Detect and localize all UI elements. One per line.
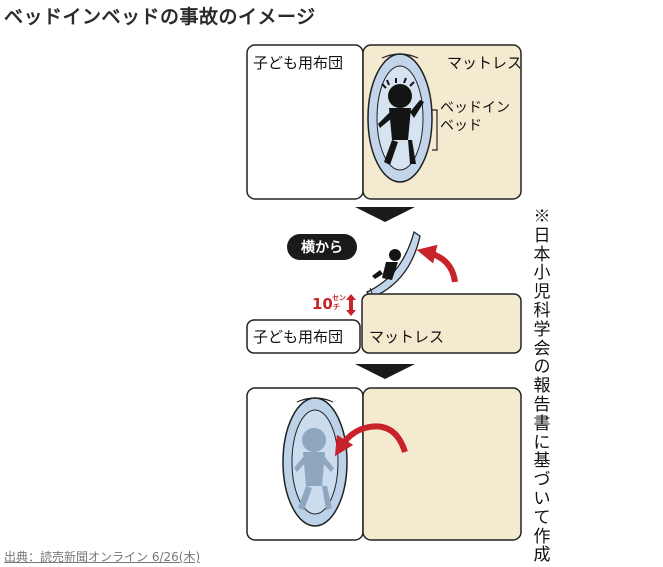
futon-label: 子ども用布団 (253, 54, 343, 72)
futon-side-rect (246, 319, 361, 354)
mattress-side-label: マットレス (369, 328, 444, 346)
flip-arrow (334, 423, 408, 457)
gap-unit-top: セン (332, 294, 346, 302)
mattress-side-rect (361, 293, 522, 354)
futon-side-label: 子ども用布団 (253, 328, 343, 346)
bed-in-bed-label-1: ベッドイン (440, 100, 510, 116)
mattress-rect-3 (362, 387, 522, 541)
gap-value: 10 (312, 295, 333, 313)
down-arrow-1 (355, 207, 415, 222)
down-arrow-2 (355, 364, 415, 379)
panel-fallen-view (246, 387, 522, 541)
side-view-badge (287, 234, 357, 260)
panel-top-view: 子ども用布団 マットレス ベッドイン ベッド (246, 44, 522, 200)
gap-unit-bottom: チ (333, 303, 340, 311)
side-view-label: 横から (301, 239, 343, 256)
panel-side-view: 横から 10 セン チ 子ども用布団 マットレス (246, 230, 522, 354)
baby-silhouette-icon (378, 77, 424, 165)
bed-in-bed-label-2: ベッド (440, 118, 482, 134)
label-bracket (432, 109, 438, 151)
fallen-baby-silhouette-icon (294, 428, 334, 510)
tip-arrow (416, 244, 458, 283)
gap-measurement: 10 セン チ (312, 294, 356, 316)
baby-side-silhouette-icon (372, 249, 401, 280)
page-title: ベッドインベッドの事故のイメージ (4, 6, 316, 28)
report-note: ※日本小児科学会の報告書に基づいて作成 (533, 207, 551, 566)
mattress-label: マットレス (447, 54, 522, 72)
source-link[interactable]: 出典：読売新聞オンライン 6/26(木) (4, 550, 201, 564)
